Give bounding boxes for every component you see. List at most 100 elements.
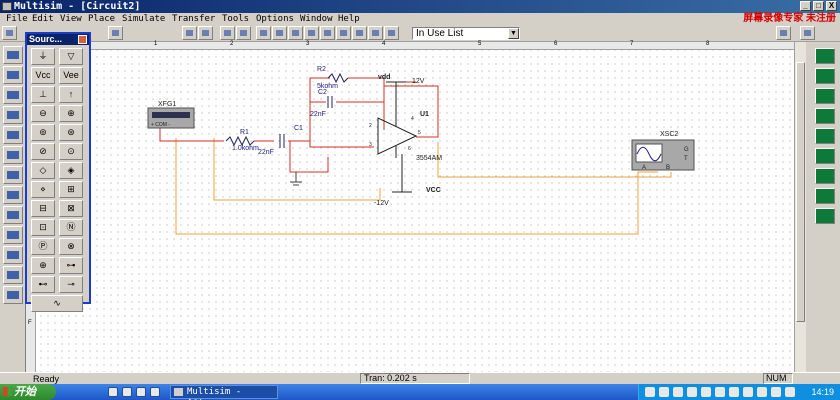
- oscilloscope-icon[interactable]: [815, 108, 835, 124]
- tray-ime-icon[interactable]: [715, 387, 725, 397]
- ttl-bin-icon[interactable]: [3, 146, 23, 164]
- logic-converter-icon[interactable]: [815, 208, 835, 224]
- tray-misc-icon[interactable]: [757, 387, 767, 397]
- tray-security-icon[interactable]: [701, 387, 711, 397]
- frequency-counter-icon[interactable]: [815, 148, 835, 164]
- grapher-icon[interactable]: [272, 26, 287, 40]
- bom-icon[interactable]: [336, 26, 351, 40]
- database-icon[interactable]: [304, 26, 319, 40]
- source-palette[interactable]: Sourc... ⏚ ▽ Vcc Vee ⊥ ↑ ⊖ ⊕ ⊚ ⊛ ⊘ ⊙ ◇ ◈…: [25, 32, 91, 312]
- controlled-one-shot-button[interactable]: ⊕: [31, 257, 55, 274]
- menu-simulate[interactable]: Simulate: [122, 14, 166, 24]
- menu-help[interactable]: Help: [338, 14, 360, 24]
- ground-button[interactable]: ⏚: [31, 48, 55, 65]
- show-desktop-icon[interactable]: [108, 387, 118, 397]
- misc-digital-bin-icon[interactable]: [3, 186, 23, 204]
- start-button[interactable]: 开始: [0, 384, 56, 400]
- fsk-button[interactable]: ⊟: [31, 200, 55, 217]
- word-generator-icon[interactable]: [815, 168, 835, 184]
- polynomial-button[interactable]: Ⓟ: [31, 238, 55, 255]
- palette-close-icon[interactable]: [78, 35, 87, 44]
- noise-button[interactable]: Ⓝ: [59, 219, 83, 236]
- transistor-bin-icon[interactable]: [3, 106, 23, 124]
- chevron-down-icon[interactable]: ▼: [508, 28, 519, 39]
- fm-source-button[interactable]: ⊘: [31, 143, 55, 160]
- zoom-in-icon[interactable]: [182, 26, 197, 40]
- schematic-canvas[interactable]: XFG1 + COM - R1 1.0kohm C1 22nF R2 5kohm…: [26, 42, 794, 372]
- menu-view[interactable]: View: [60, 14, 82, 24]
- vcc-button[interactable]: Vcc: [31, 67, 55, 84]
- electrical-rules-icon[interactable]: [352, 26, 367, 40]
- menu-transfer[interactable]: Transfer: [172, 14, 216, 24]
- vdd-button[interactable]: ↑: [59, 86, 83, 103]
- source-bin-icon[interactable]: [3, 46, 23, 64]
- ac-source-button[interactable]: ⊖: [31, 105, 55, 122]
- menu-file[interactable]: File: [6, 14, 28, 24]
- forward-annotate-icon[interactable]: [384, 26, 399, 40]
- analog-bin-icon[interactable]: [3, 126, 23, 144]
- zoom-area-icon[interactable]: [220, 26, 235, 40]
- ccvs-button[interactable]: ⊞: [59, 181, 83, 198]
- new-file-icon[interactable]: [2, 26, 17, 40]
- sine-wave-button[interactable]: ∿: [31, 295, 83, 312]
- cmos-bin-icon[interactable]: [3, 166, 23, 184]
- media-player-icon[interactable]: [136, 387, 146, 397]
- simulate-run-icon[interactable]: [776, 26, 791, 40]
- tray-volume-icon[interactable]: [687, 387, 697, 397]
- wattmeter-icon[interactable]: [815, 88, 835, 104]
- tray-network-icon[interactable]: [659, 387, 669, 397]
- menu-place[interactable]: Place: [88, 14, 116, 24]
- fm-current-button[interactable]: ⊙: [59, 143, 83, 160]
- pause-simulation-icon[interactable]: [800, 26, 815, 40]
- mixed-bin-icon[interactable]: [3, 206, 23, 224]
- vee-button[interactable]: Vee: [59, 67, 83, 84]
- close-button[interactable]: X: [826, 1, 837, 11]
- clock[interactable]: 14:19: [811, 387, 834, 397]
- multisim-task-button[interactable]: Multisim - [Circ...: [170, 385, 278, 400]
- tray-app-icon[interactable]: [645, 387, 655, 397]
- clock-source-button[interactable]: ⊚: [31, 124, 55, 141]
- misc-bin-icon[interactable]: [3, 246, 23, 264]
- pwl-button[interactable]: ⊠: [59, 200, 83, 217]
- back-annotate-icon[interactable]: [368, 26, 383, 40]
- am-source-button[interactable]: ⊛: [59, 124, 83, 141]
- dc-source-button[interactable]: ⊥: [31, 86, 55, 103]
- vcvs-button[interactable]: ⋄: [31, 181, 55, 198]
- diode-bin-icon[interactable]: [3, 86, 23, 104]
- internet-explorer-icon[interactable]: [122, 387, 132, 397]
- tray-misc-icon[interactable]: [785, 387, 795, 397]
- spreadsheet-icon[interactable]: [320, 26, 335, 40]
- voltage-difference-button[interactable]: ⊸: [59, 276, 83, 293]
- indicator-bin-icon[interactable]: [3, 226, 23, 244]
- menu-window[interactable]: Window: [300, 14, 333, 24]
- postprocessor-icon[interactable]: [288, 26, 303, 40]
- multisim-app-icon[interactable]: [2, 2, 12, 11]
- logic-analyzer-icon[interactable]: [815, 188, 835, 204]
- voltage-limiter-button[interactable]: ⊶: [59, 257, 83, 274]
- electromech-bin-icon[interactable]: [3, 286, 23, 304]
- zoom-out-icon[interactable]: [198, 26, 213, 40]
- bode-plotter-icon[interactable]: [815, 128, 835, 144]
- exponential-button[interactable]: ⊗: [59, 238, 83, 255]
- vertical-scrollbar[interactable]: [794, 42, 806, 372]
- multimeter-icon[interactable]: [815, 48, 835, 64]
- in-use-list-dropdown[interactable]: In Use List ▼: [412, 27, 520, 40]
- basic-bin-icon[interactable]: [3, 66, 23, 84]
- digital-ground-button[interactable]: ▽: [59, 48, 83, 65]
- cccs-button[interactable]: ◈: [59, 162, 83, 179]
- tray-recorder-icon[interactable]: [673, 387, 683, 397]
- function-generator-icon[interactable]: [815, 68, 835, 84]
- menu-edit[interactable]: Edit: [32, 14, 54, 24]
- scroll-thumb[interactable]: [796, 62, 805, 322]
- tray-misc-icon[interactable]: [771, 387, 781, 397]
- palette-title[interactable]: Sourc...: [27, 34, 89, 45]
- tray-misc-icon[interactable]: [743, 387, 753, 397]
- pulse-button[interactable]: ⊡: [31, 219, 55, 236]
- menu-tools[interactable]: Tools: [222, 14, 250, 24]
- component-icon[interactable]: [256, 26, 271, 40]
- tray-update-icon[interactable]: [729, 387, 739, 397]
- rf-bin-icon[interactable]: [3, 266, 23, 284]
- maximize-button[interactable]: □: [813, 1, 824, 11]
- minimize-button[interactable]: _: [800, 1, 811, 11]
- ac-current-button[interactable]: ⊕: [59, 105, 83, 122]
